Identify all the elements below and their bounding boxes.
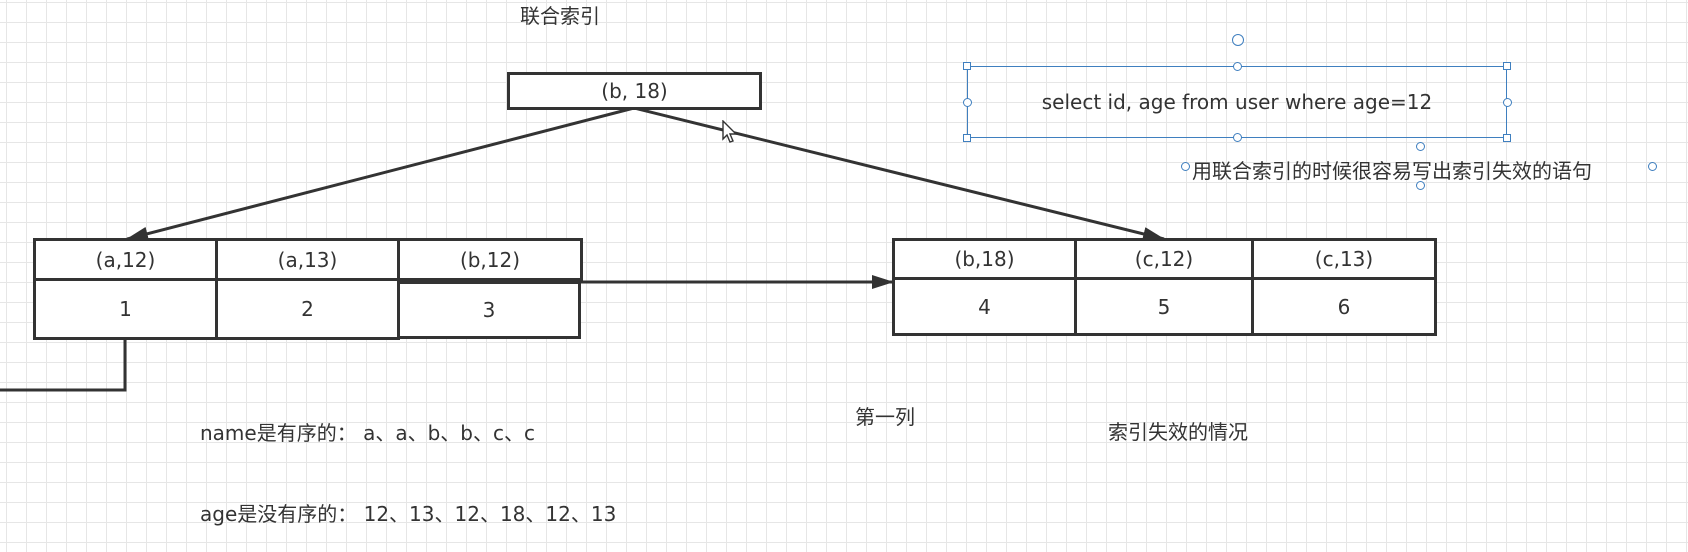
selected-text-shape[interactable]: select id, age from user where age=12: [967, 66, 1507, 138]
left-leaf-value-1: 1: [33, 278, 218, 340]
resize-handle-top-right[interactable]: [1503, 62, 1511, 70]
left-leaf-value-2: 2: [215, 278, 400, 340]
connection-point-top[interactable]: [1416, 142, 1425, 151]
index-failure-label: 索引失效的情况: [1108, 420, 1248, 444]
resize-handle-bottom-right[interactable]: [1503, 134, 1511, 142]
connection-point-left[interactable]: [1181, 162, 1190, 171]
right-leaf-value-1: 4: [892, 277, 1077, 336]
resize-handle-left[interactable]: [963, 98, 972, 107]
rotate-handle[interactable]: [1232, 34, 1244, 46]
right-leaf-value-3: 6: [1251, 277, 1437, 336]
first-column-label: 第一列: [855, 405, 915, 429]
right-leaf-value-2: 5: [1074, 277, 1254, 336]
left-leaf-key-1: (a,12): [33, 238, 218, 281]
right-leaf-key-2: (c,12): [1074, 238, 1254, 280]
arrow-root-to-left-leaf: [126, 106, 635, 241]
right-leaf-key-3: (c,13): [1251, 238, 1437, 280]
mouse-cursor-icon: [722, 120, 738, 143]
connection-point-right[interactable]: [1648, 162, 1657, 171]
left-leaf-value-3: 3: [397, 281, 581, 339]
resize-handle-bottom[interactable]: [1233, 133, 1242, 142]
resize-handle-right[interactable]: [1503, 98, 1512, 107]
note-text[interactable]: 用联合索引的时候很容易写出索引失效的语句: [1192, 159, 1592, 183]
connection-point-bottom[interactable]: [1416, 181, 1425, 190]
resize-handle-top-left[interactable]: [963, 62, 971, 70]
diagram-title: 联合索引: [520, 4, 600, 28]
name-order-text: name是有序的： a、a、b、b、c、c: [200, 421, 535, 445]
left-leaf-key-3: (b,12): [397, 238, 583, 281]
resize-handle-bottom-left[interactable]: [963, 134, 971, 142]
resize-handle-top[interactable]: [1233, 62, 1242, 71]
left-leaf-key-2: (a,13): [215, 238, 400, 281]
root-node[interactable]: (b, 18): [507, 72, 762, 110]
left-pointer-line: [0, 340, 127, 392]
right-leaf-key-1: (b,18): [892, 238, 1077, 280]
age-order-text: age是没有序的： 12、13、12、18、12、13: [200, 502, 617, 526]
